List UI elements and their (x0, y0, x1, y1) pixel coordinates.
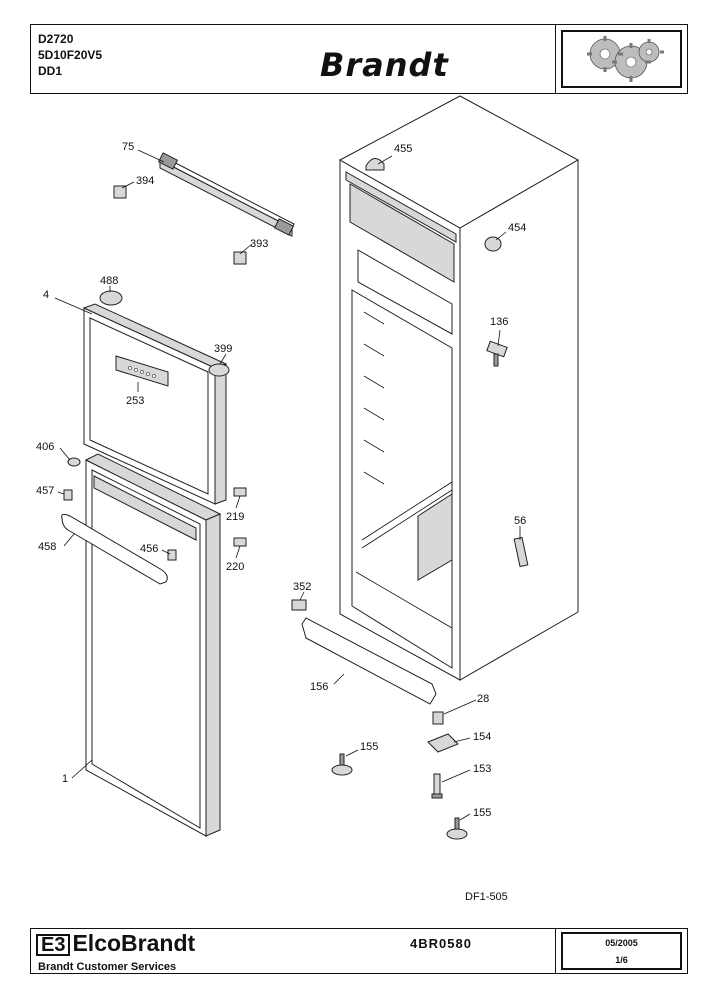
label-75: 75 (122, 141, 134, 153)
elcobrandt-wordmark: ElcoBrandt (72, 930, 196, 956)
document-code: 4BR0580 (410, 936, 472, 951)
leader-lines (54, 149, 521, 821)
part-56 (513, 536, 529, 568)
part-454 (484, 236, 502, 252)
part-455 (365, 158, 385, 171)
label-156: 156 (310, 681, 328, 693)
label-457: 457 (36, 485, 54, 497)
part-458 (61, 513, 168, 585)
part-136 (486, 340, 508, 367)
page-number: 1/6 (615, 955, 628, 965)
label-406: 406 (36, 441, 54, 453)
gear-logo-box (561, 30, 682, 88)
header-divider (555, 24, 556, 94)
part-156 (301, 617, 437, 705)
part-394 (113, 185, 127, 199)
elcobrandt-mark-icon: E3 (36, 934, 71, 956)
footer-frame (30, 928, 688, 974)
model-line-2: 5D10F20V5 (38, 48, 103, 62)
label-455: 455 (394, 143, 412, 155)
footer-divider (555, 928, 556, 974)
part-153 (431, 773, 443, 799)
brand-logo: Brandt (320, 46, 449, 84)
part-406 (67, 457, 81, 467)
model-line-3: DD1 (38, 64, 63, 78)
part-freezer-door (82, 303, 228, 505)
label-56: 56 (514, 515, 526, 527)
label-458: 458 (38, 541, 56, 553)
part-labels: 75 394 393 488 4 399 253 406 457 458 456… (36, 141, 526, 819)
label-220: 220 (226, 561, 244, 573)
document-date: 05/2005 (605, 938, 638, 948)
header-frame (30, 24, 688, 94)
part-155-upper (331, 753, 353, 776)
label-488: 488 (100, 275, 118, 287)
label-136: 136 (490, 316, 508, 328)
label-155-upper: 155 (360, 741, 378, 753)
part-155-lower (446, 817, 468, 840)
part-457 (63, 489, 73, 501)
label-1: 1 (62, 773, 68, 785)
part-28 (432, 711, 444, 725)
label-393: 393 (250, 238, 268, 250)
label-454: 454 (508, 222, 526, 234)
gears-icon (587, 36, 664, 82)
part-219 (233, 487, 247, 497)
label-399: 399 (214, 343, 232, 355)
part-393 (233, 251, 247, 265)
customer-services-label: Brandt Customer Services (38, 961, 177, 973)
part-352 (291, 599, 307, 611)
part-488 (99, 290, 123, 306)
label-28: 28 (477, 693, 489, 705)
drawing-reference: DF1-505 (465, 891, 508, 903)
label-456: 456 (140, 543, 158, 555)
label-154: 154 (473, 731, 491, 743)
footer-date-box (561, 932, 682, 970)
part-fridge-door (84, 453, 222, 837)
label-352: 352 (293, 581, 311, 593)
label-253: 253 (126, 395, 144, 407)
part-456 (167, 549, 177, 561)
label-155-lower: 155 (473, 807, 491, 819)
part-220 (233, 537, 247, 547)
label-153: 153 (473, 763, 491, 775)
label-394: 394 (136, 175, 154, 187)
part-cabinet (338, 95, 580, 681)
model-line-1: D2720 (38, 32, 74, 46)
part-top-hinge-bar (157, 152, 295, 237)
label-4: 4 (43, 289, 49, 301)
part-399 (208, 363, 230, 377)
part-154 (427, 733, 459, 753)
label-219: 219 (226, 511, 244, 523)
